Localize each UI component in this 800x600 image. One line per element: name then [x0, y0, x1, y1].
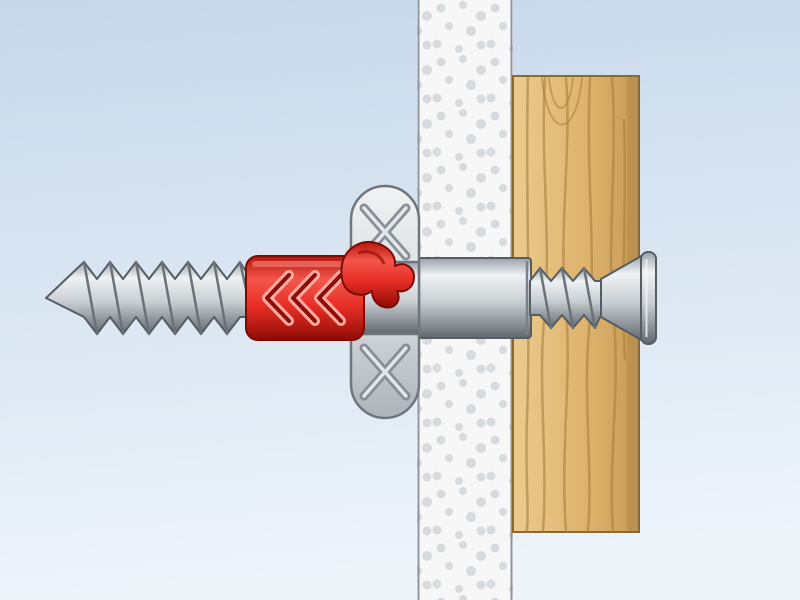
anchor-sleeve — [412, 257, 532, 339]
wood-grain-arc — [548, 77, 574, 109]
plug-highlight — [252, 261, 358, 267]
wood-grain-line — [525, 76, 530, 533]
chevron-icon — [265, 273, 291, 323]
screw-thread-flank — [186, 260, 203, 336]
plug-wing — [340, 241, 415, 309]
screw-thread-flank — [82, 260, 99, 336]
wood-screw — [529, 251, 657, 345]
expansion-plug — [245, 255, 365, 341]
sleeve-body — [412, 257, 532, 339]
wing-body — [340, 241, 415, 309]
plug-chevrons-inner — [265, 273, 343, 323]
wood-grain-line — [585, 76, 594, 533]
flange-cross-bottom-highlight — [362, 346, 408, 398]
wood-grain-arc — [541, 77, 583, 126]
wing-fold-line — [357, 250, 386, 265]
screw-thread-flank — [212, 260, 229, 336]
screw — [45, 260, 257, 336]
screw-thread-flank — [108, 260, 125, 336]
wood-screw-thread-flank — [582, 266, 597, 330]
chevron-icon — [291, 273, 317, 323]
screw-thread-flank — [160, 260, 177, 336]
wood-screw-thread-flank — [560, 266, 575, 330]
chevron-icon — [317, 273, 343, 323]
wood-screw-thread-flank — [538, 266, 553, 330]
screw-head-face — [640, 251, 657, 345]
screw-thread-flank — [134, 260, 151, 336]
